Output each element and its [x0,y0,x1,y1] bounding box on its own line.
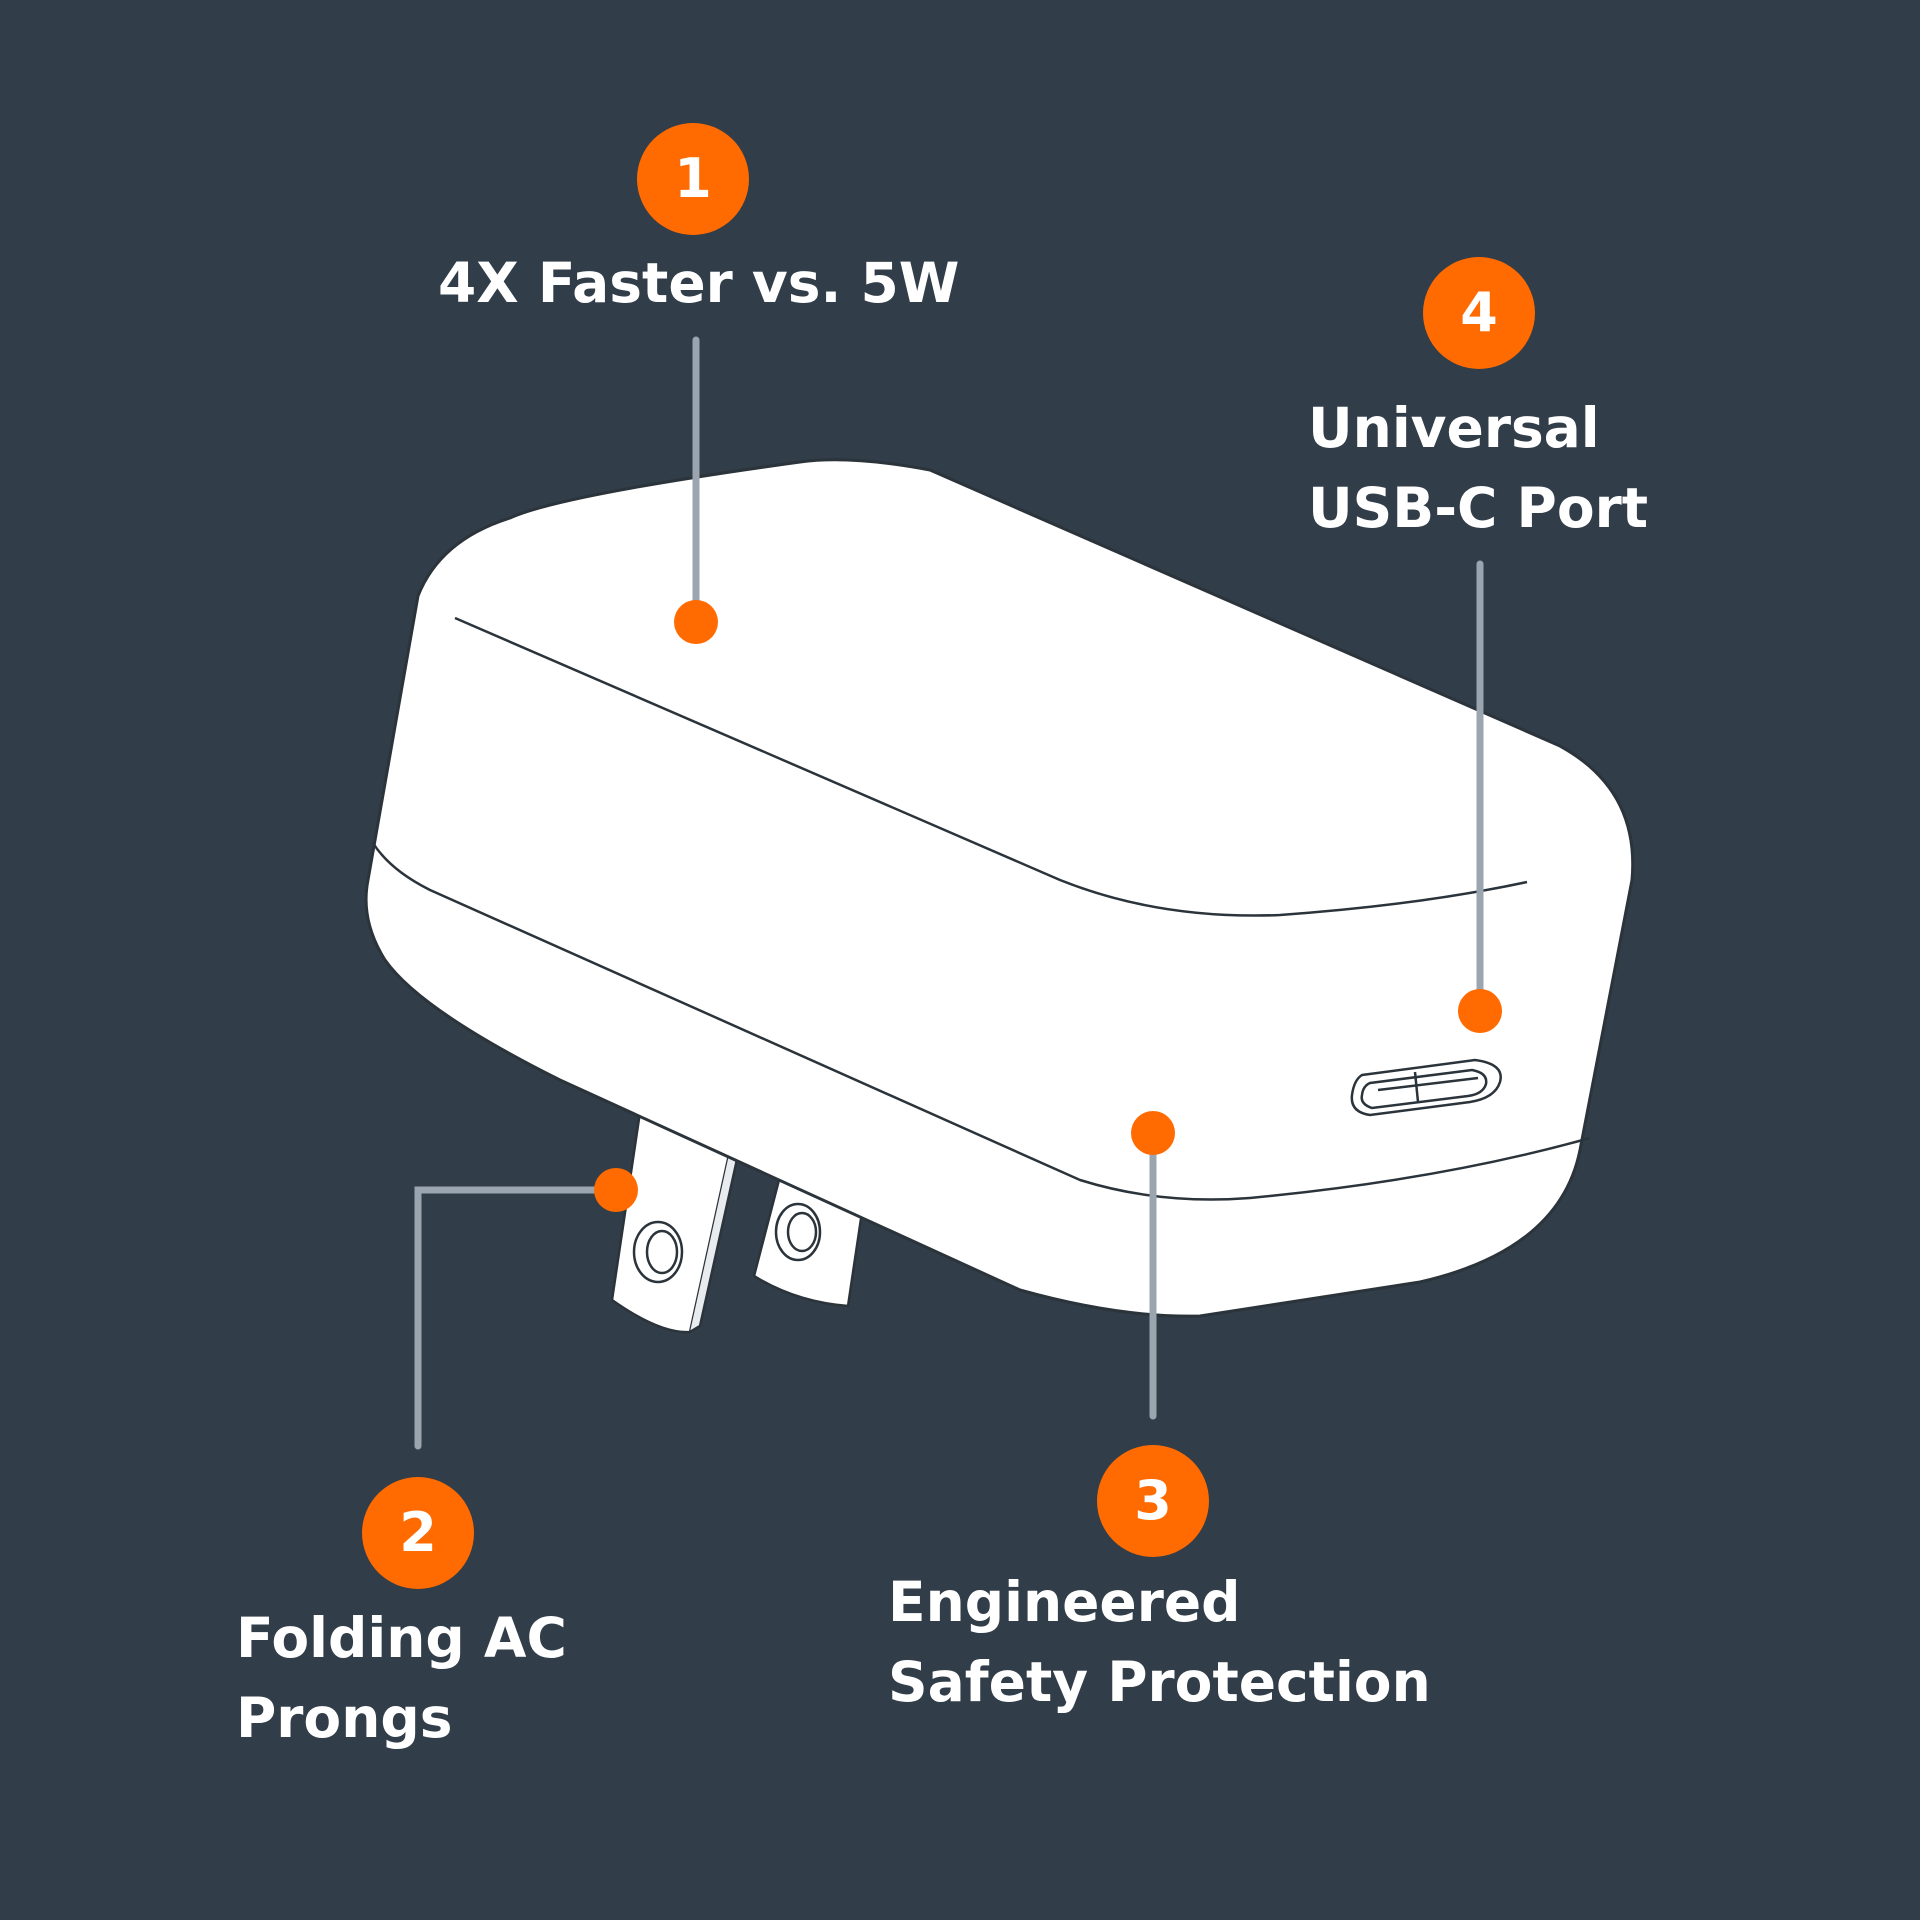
feature-4-badge: 4 [1423,257,1535,369]
feature-1-label: 4X Faster vs. 5W [438,243,959,323]
leader-lines [414,336,1484,1450]
anchor-dot-2 [594,1168,638,1212]
feature-4-label-line-2: USB-C Port [1308,476,1649,540]
feature-3-label-line-1: Engineered [888,1570,1241,1634]
usb-c-port [1350,1058,1502,1117]
feature-2-label-line-2: Prongs [236,1686,453,1750]
feature-2-label-line-1: Folding AC [236,1606,567,1670]
feature-2-badge: 2 [362,1477,474,1589]
charger-body [364,458,1635,1318]
leader-line-2 [414,1186,620,1450]
feature-3-label-line-2: Safety Protection [888,1650,1431,1714]
feature-1-badge: 1 [637,123,749,235]
anchor-dot-3 [1131,1111,1175,1155]
feature-3-badge: 3 [1097,1445,1209,1557]
feature-3-label: Engineered Safety Protection [888,1562,1431,1722]
prong-left [610,1110,732,1334]
anchor-dots [594,600,1502,1212]
feature-2-label: Folding AC Prongs [236,1598,567,1758]
feature-1-label-line-1: 4X Faster vs. 5W [438,251,960,315]
anchor-dot-1 [674,600,718,644]
anchor-dot-4 [1458,989,1502,1033]
prong-right [752,1174,864,1308]
feature-4-label: Universal USB-C Port [1308,388,1648,548]
ac-prongs [610,1110,864,1334]
feature-4-label-line-1: Universal [1308,396,1600,460]
